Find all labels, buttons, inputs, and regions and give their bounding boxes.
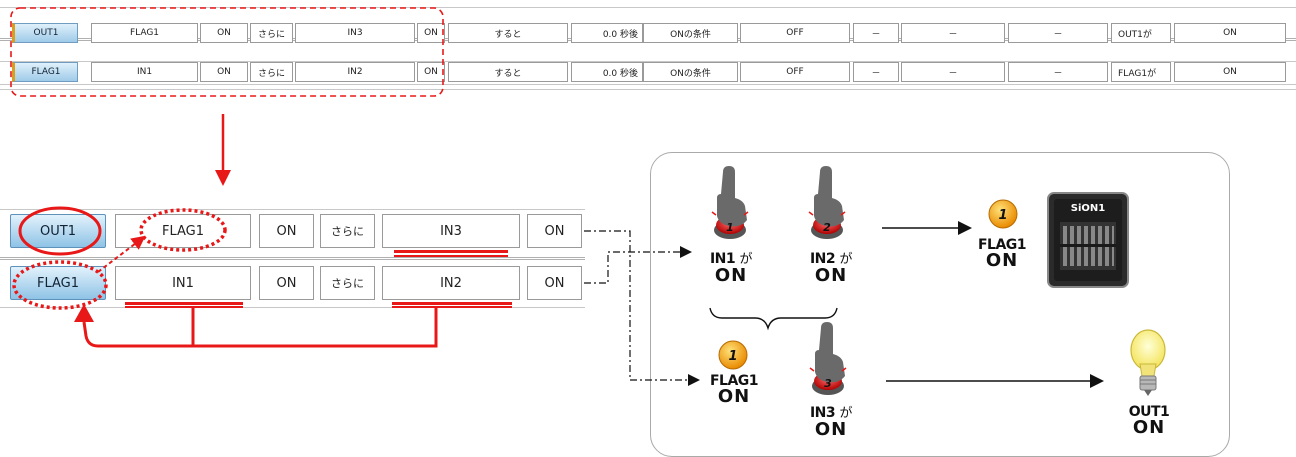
zoom-join-field[interactable]: さらに: [320, 266, 375, 300]
zoom-condition1-field[interactable]: IN1: [115, 266, 251, 300]
output-highlight-circle: [18, 206, 102, 256]
dash-field[interactable]: －: [1008, 62, 1108, 82]
timing-field[interactable]: すると: [448, 62, 568, 82]
timing-field[interactable]: すると: [448, 23, 568, 43]
flag-highlight-circle: [12, 260, 108, 310]
state1-field[interactable]: ON: [200, 23, 248, 43]
flag-bottom-badge: 1: [728, 349, 737, 364]
zoom-condition2-field[interactable]: IN2: [382, 266, 520, 300]
target-field: FLAG1が: [1111, 62, 1171, 82]
condition2-field[interactable]: IN3: [295, 23, 415, 43]
target-field: OUT1が: [1111, 23, 1171, 43]
condition-label: ONの条件: [643, 23, 738, 43]
in1-button-icon: [711, 166, 749, 239]
down-arrow-icon: [215, 114, 231, 186]
in2-button-icon: [808, 166, 846, 239]
join-field[interactable]: さらに: [250, 23, 293, 43]
result-field[interactable]: ON: [1174, 23, 1286, 43]
zoom-output-button[interactable]: FLAG1: [10, 266, 106, 300]
underline: [394, 250, 508, 253]
condition1-field[interactable]: FLAG1: [91, 23, 198, 43]
row-separator: [0, 7, 1296, 8]
state2-field[interactable]: ON: [417, 23, 445, 43]
row-separator: [0, 61, 1296, 62]
flag-icon: [988, 199, 1018, 229]
off-field[interactable]: OFF: [740, 23, 850, 43]
zoom-condition2-field[interactable]: IN3: [382, 214, 520, 248]
flow-arrow-icon: [680, 246, 692, 258]
zoom-join-field[interactable]: さらに: [320, 214, 375, 248]
result-field[interactable]: ON: [1174, 62, 1286, 82]
dash-field[interactable]: －: [901, 62, 1005, 82]
return-arrow-icon: [74, 304, 94, 322]
condition2-field[interactable]: IN2: [295, 62, 415, 82]
delay-field[interactable]: 0.0 秒後: [571, 23, 643, 43]
in1-badge: 1: [726, 221, 734, 234]
in3-badge: 3: [824, 377, 832, 390]
explanation-panel: [650, 152, 1230, 457]
off-field[interactable]: OFF: [740, 62, 850, 82]
zoom-state2-field[interactable]: ON: [527, 266, 582, 300]
light-bulb-icon: [1130, 329, 1166, 396]
output-button[interactable]: OUT1: [12, 23, 78, 43]
zoom-state1-field[interactable]: ON: [259, 266, 314, 300]
in3-button-icon: [809, 322, 847, 395]
flag-highlight-circle: [139, 208, 227, 252]
zoom-state1-field[interactable]: ON: [259, 214, 314, 248]
flag-icon: [718, 340, 748, 370]
underline: [392, 306, 512, 308]
dash-field[interactable]: －: [901, 23, 1005, 43]
condition1-field[interactable]: IN1: [91, 62, 198, 82]
delay-field[interactable]: 0.0 秒後: [571, 62, 643, 82]
in2-badge: 2: [823, 221, 831, 234]
dash-field[interactable]: －: [853, 62, 899, 82]
row-separator: [0, 257, 585, 260]
dash-field[interactable]: －: [853, 23, 899, 43]
flow-arrow-icon: [958, 221, 972, 235]
flow-line: [584, 230, 690, 381]
selection-highlight: [10, 7, 444, 97]
state2-field[interactable]: ON: [417, 62, 445, 82]
output-button[interactable]: FLAG1: [12, 62, 78, 82]
device-label: SiON1: [1071, 203, 1106, 214]
flow-line: [584, 251, 682, 284]
dash-field[interactable]: －: [1008, 23, 1108, 43]
zoom-state2-field[interactable]: ON: [527, 214, 582, 248]
in2-label: IN2 が ON: [809, 251, 853, 286]
sion-device-icon: [1047, 192, 1129, 288]
group-brace: [709, 307, 838, 331]
row-separator: [0, 209, 585, 210]
underline: [392, 302, 512, 305]
row-separator: [0, 89, 1296, 90]
underline: [125, 306, 243, 308]
condition-label: ONの条件: [643, 62, 738, 82]
underline: [125, 302, 243, 305]
return-connector: [82, 308, 438, 348]
out1-label: OUT1 ON: [1128, 404, 1170, 438]
link-line: [97, 235, 146, 273]
flow-arrow-icon: [1090, 374, 1104, 388]
row-separator: [0, 84, 1296, 85]
flag-top-label: FLAG1 ON: [977, 237, 1027, 271]
row-separator: [0, 307, 585, 308]
flow-arrow-icon: [688, 374, 700, 386]
flag-top-badge: 1: [998, 208, 1007, 223]
join-field[interactable]: さらに: [250, 62, 293, 82]
flag-bottom-label: FLAG1 ON: [709, 373, 759, 407]
in3-label: IN3 が ON: [809, 405, 853, 440]
state1-field[interactable]: ON: [200, 62, 248, 82]
in1-label: IN1 が ON: [709, 251, 753, 286]
underline: [394, 255, 508, 257]
